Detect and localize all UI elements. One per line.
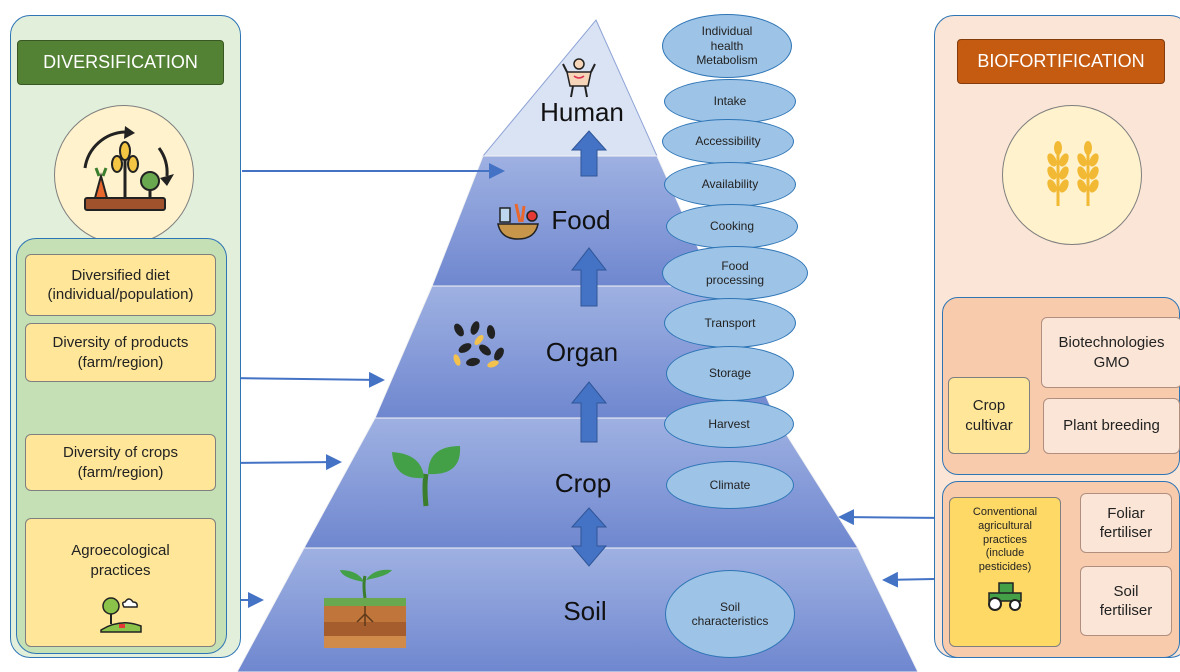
- human-body-icon: [562, 58, 596, 98]
- step-agroecological-practices: Agroecological practices: [25, 518, 216, 647]
- factor-individual-health: Individual health Metabolism: [662, 14, 792, 78]
- arrow-products-to-organ: [228, 371, 385, 388]
- factor-cooking: Cooking: [666, 204, 798, 249]
- soil-fertiliser-box: Soil fertiliser: [1080, 566, 1172, 636]
- step-diversity-of-products: Diversity of products (farm/region): [25, 323, 216, 382]
- level-label-human: Human: [540, 97, 624, 127]
- bidir-arrow-soil-crop: [570, 507, 608, 567]
- level-label-soil: Soil: [563, 596, 607, 626]
- sprout-icon: [392, 446, 461, 507]
- agroecological-label: Agroecological practices: [71, 542, 170, 579]
- seeds-icon: [453, 321, 504, 368]
- tractor-icon: [988, 582, 1022, 611]
- factor-availability: Availability: [664, 162, 796, 207]
- conventional-practices-label: Conventional agricultural practices (inc…: [972, 506, 1038, 573]
- crop-cultivar-box: Crop cultivar: [948, 377, 1030, 454]
- step-diversity-of-crops: Diversity of crops (farm/region): [25, 434, 216, 491]
- plant-breeding-box: Plant breeding: [1043, 398, 1180, 454]
- factor-intake: Intake: [664, 79, 796, 124]
- level-label-organ: Organ: [545, 337, 619, 367]
- biofortification-icon-circle: [1002, 105, 1142, 245]
- arrow-soilfert-to-soil: [882, 571, 935, 588]
- factor-food-processing: Food processing: [662, 246, 808, 300]
- step-diversified-diet: Diversified diet (individual/population): [25, 254, 216, 316]
- arrow-crops-to-crop: [228, 454, 342, 471]
- level-label-crop: Crop: [554, 468, 612, 498]
- factor-harvest: Harvest: [664, 400, 794, 448]
- level-label-food: Food: [551, 205, 611, 235]
- agroecology-landscape-icon: [99, 597, 142, 633]
- up-arrow-food-to-human: [570, 130, 608, 177]
- wheat-icon: [1047, 141, 1099, 206]
- factor-storage: Storage: [666, 346, 794, 401]
- conventional-practices-box: Conventional agricultural practices (inc…: [949, 497, 1061, 647]
- diversification-header: DIVERSIFICATION: [17, 40, 224, 85]
- soil-plant-icon: [324, 569, 406, 648]
- factor-climate: Climate: [666, 461, 794, 509]
- factor-transport: Transport: [664, 298, 796, 348]
- up-arrow-organ-to-food: [570, 247, 608, 307]
- food-basket-icon: [497, 203, 539, 240]
- diversification-icon-circle: [54, 105, 194, 245]
- factor-soil-characteristics: Soil characteristics: [665, 570, 795, 658]
- foliar-fertiliser-box: Foliar fertiliser: [1080, 493, 1172, 553]
- farm-plants-cycle-icon: [83, 126, 174, 211]
- biofortification-header: BIOFORTIFICATION: [957, 39, 1165, 84]
- arrow-conventional-to-crop: [838, 509, 949, 526]
- up-arrow-crop-to-organ: [570, 381, 608, 443]
- biotechnologies-gmo-box: Biotechnologies GMO: [1041, 317, 1180, 388]
- factor-accessibility: Accessibility: [662, 119, 794, 164]
